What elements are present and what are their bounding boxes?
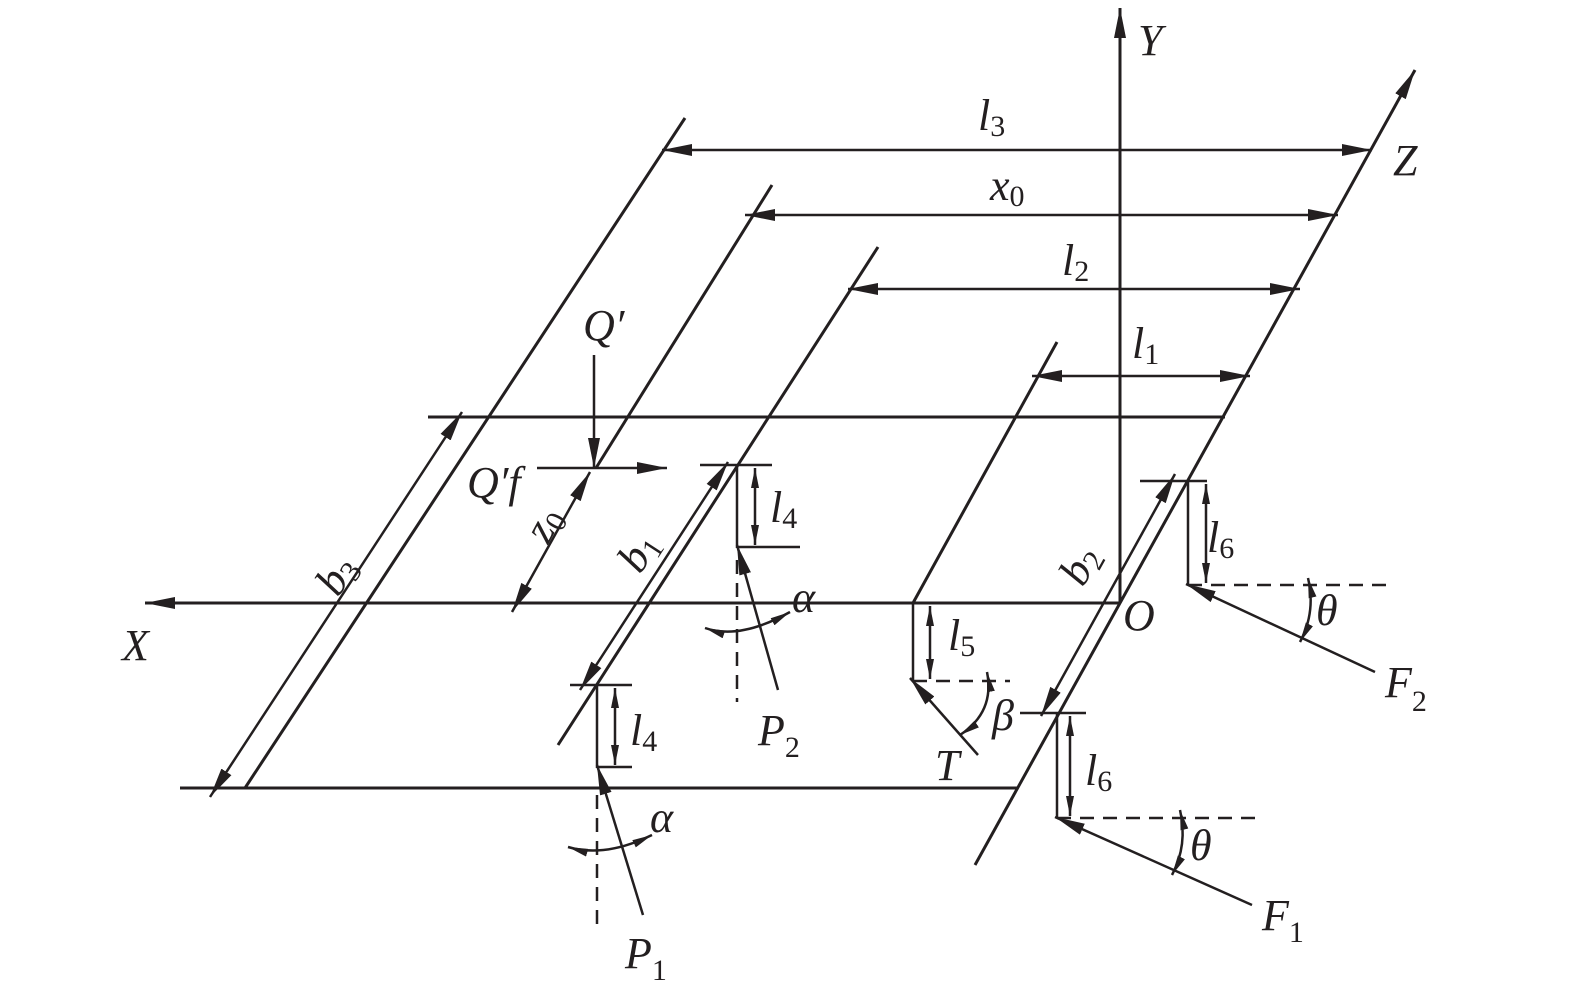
label-t: T bbox=[935, 741, 963, 790]
label-origin: O bbox=[1123, 591, 1155, 640]
label-l1: l1 bbox=[1132, 319, 1159, 371]
label-b1: b1 bbox=[607, 523, 671, 582]
label-q-prime: Q′ bbox=[583, 301, 626, 350]
label-alpha-upper: α bbox=[792, 573, 816, 622]
angle-alpha-lower bbox=[567, 833, 653, 857]
label-theta-lower: θ bbox=[1190, 821, 1212, 870]
label-l2: l2 bbox=[1062, 236, 1089, 288]
z-axis bbox=[973, 69, 1417, 866]
label-l4-upper: l4 bbox=[770, 483, 797, 535]
line-x0 bbox=[594, 184, 774, 469]
label-l4-lower: l4 bbox=[630, 706, 657, 758]
angle-alpha-upper bbox=[704, 610, 791, 639]
label-p2: P2 bbox=[757, 706, 800, 764]
force-t bbox=[909, 677, 979, 756]
force-f2 bbox=[1185, 582, 1376, 674]
label-y-axis: Y bbox=[1138, 16, 1167, 65]
dimension-z0 bbox=[510, 471, 592, 613]
dimension-b2 bbox=[1039, 473, 1177, 717]
label-l6-lower: l6 bbox=[1085, 746, 1112, 798]
label-l6-upper: l6 bbox=[1207, 513, 1234, 565]
label-x0: x0 bbox=[989, 161, 1025, 213]
angle-beta bbox=[959, 671, 995, 737]
force-p2 bbox=[735, 544, 780, 691]
label-p1: P1 bbox=[624, 929, 667, 987]
force-f2-group bbox=[1140, 479, 1392, 674]
angle-theta-upper bbox=[1298, 577, 1317, 643]
line-l3 bbox=[243, 117, 687, 789]
label-alpha-lower: α bbox=[650, 793, 674, 842]
label-f2: F2 bbox=[1384, 658, 1427, 718]
dimension-b3 bbox=[208, 411, 464, 798]
label-f1: F1 bbox=[1261, 891, 1304, 949]
label-z-axis: Z bbox=[1393, 136, 1418, 185]
load-p1-group bbox=[567, 683, 653, 925]
force-f1 bbox=[1054, 815, 1253, 907]
label-beta: β bbox=[991, 691, 1014, 740]
label-theta-upper: θ bbox=[1316, 586, 1338, 635]
label-l3: l3 bbox=[978, 91, 1005, 143]
label-b2: b2 bbox=[1049, 537, 1112, 595]
load-p2-group bbox=[700, 463, 800, 702]
label-l5: l5 bbox=[948, 611, 975, 663]
label-q-prime-f: Q′f bbox=[467, 458, 526, 507]
label-x-axis: X bbox=[120, 621, 151, 670]
force-f1-group bbox=[1020, 711, 1262, 907]
label-z0: z0 bbox=[513, 498, 574, 552]
torque-t-group bbox=[909, 603, 1010, 756]
dimension-b1 bbox=[578, 461, 730, 691]
line-l1 bbox=[911, 341, 1059, 604]
label-b3: b3 bbox=[305, 546, 369, 605]
angle-theta-lower bbox=[1170, 809, 1189, 876]
